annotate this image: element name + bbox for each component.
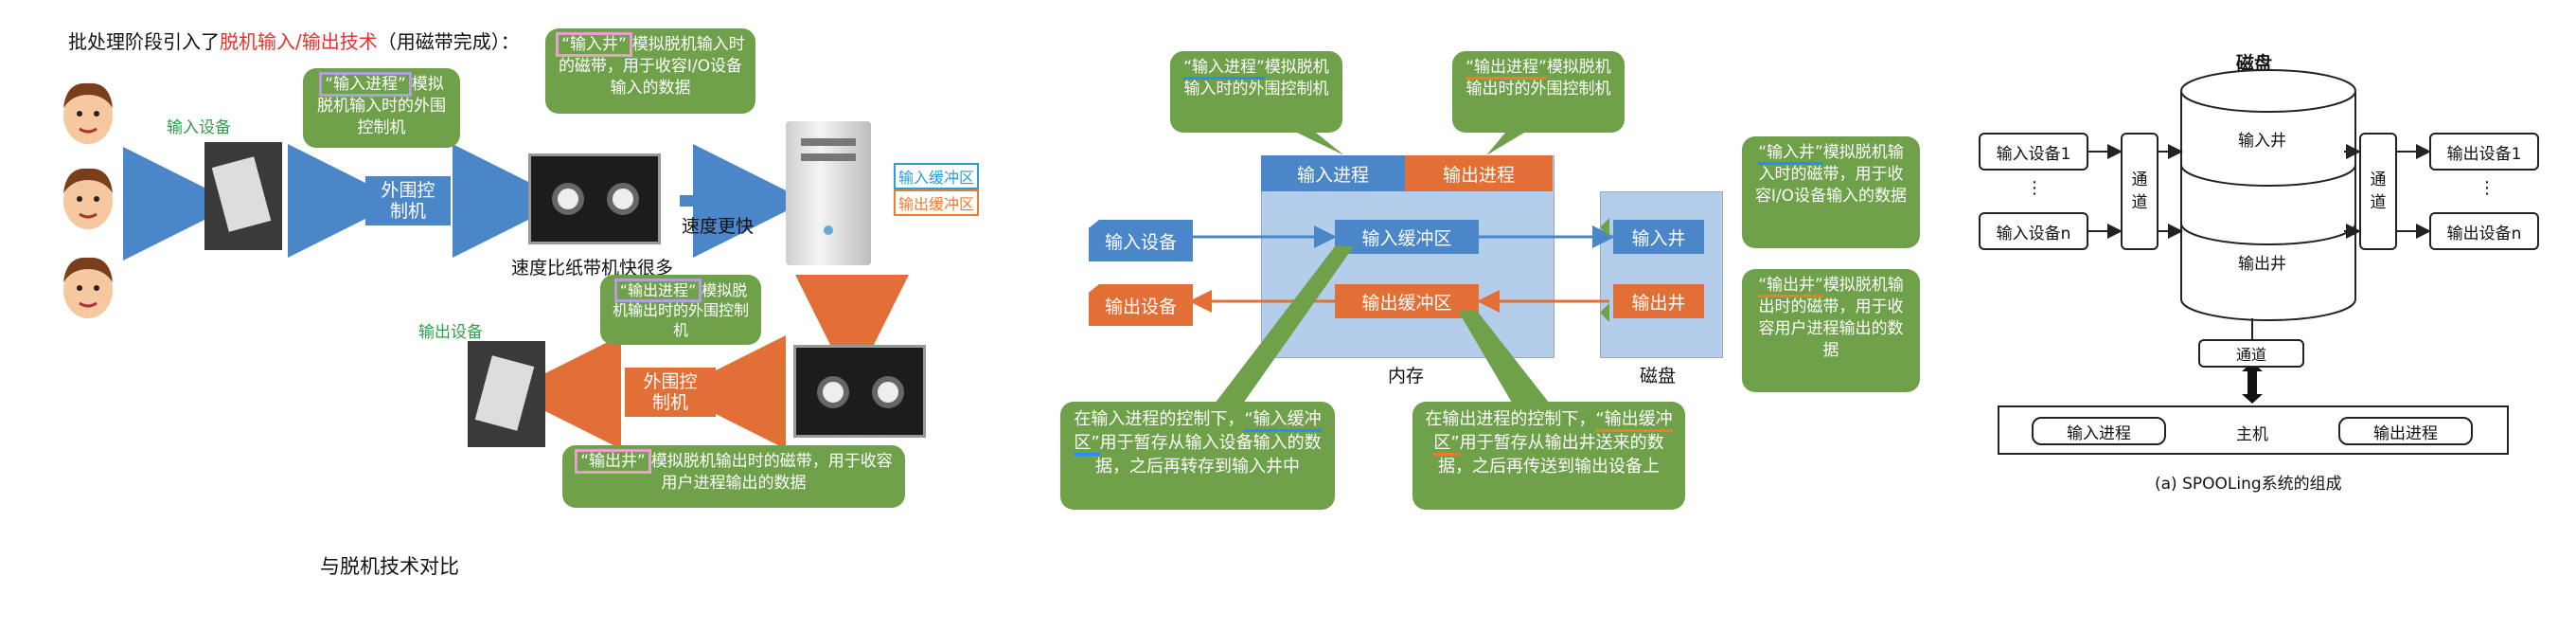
speed-faster-label: 速度更快	[682, 216, 755, 237]
spooling-caption: (a) SPOOLing系统的组成	[2155, 475, 2342, 494]
input-device-1-box: 输入设备1	[1979, 133, 2088, 171]
host-input-process-box: 输入进程	[2032, 417, 2166, 445]
disk-region	[1600, 191, 1723, 358]
right-output-well: 输出井	[2238, 255, 2286, 274]
left-channel-box: 通 道	[2121, 133, 2159, 250]
output-device-label: 输出设备	[418, 323, 483, 342]
intro-line: 批处理阶段引入了脱机输入/输出技术（用磁带完成）：	[68, 30, 520, 53]
output-device-1-box: 输出设备1	[2429, 133, 2539, 171]
output-device-n-box: 输出设备n	[2429, 212, 2539, 250]
input-well-box: 输入井	[1613, 220, 1704, 254]
speed-much-faster-label: 速度比纸带机快很多	[511, 258, 674, 279]
output-controller-box: 外围控 制机	[625, 368, 716, 417]
bottom-channel-box: 通道	[2198, 339, 2304, 368]
output-buffer-tag: 输出缓冲区	[894, 189, 980, 216]
host-output-process-box: 输出进程	[2338, 417, 2473, 445]
callout-output-well: “输出井”模拟脱机输出时的磁带，用于收容用户进程输出的数据	[562, 445, 905, 508]
right-input-well: 输入井	[2238, 132, 2286, 151]
input-device-n-box: 输入设备n	[1979, 212, 2088, 250]
mid-callout-output-well: “输出井”模拟脱机输出时的磁带，用于收容用户进程输出的数据	[1742, 269, 1920, 392]
input-buffer-box: 输入缓冲区	[1335, 220, 1479, 254]
flow-arrows	[123, 144, 909, 449]
mid-callout-input-process: “输入进程”模拟脱机输入时的外围控制机	[1170, 51, 1342, 133]
right-connectors	[2088, 144, 2431, 404]
disk-cylinder-icon	[2180, 69, 2356, 321]
output-tape-icon	[793, 345, 926, 438]
input-tape-icon	[528, 153, 661, 244]
output-device-box: 输出设备	[1089, 284, 1193, 326]
input-buffer-tag: 输入缓冲区	[894, 163, 980, 189]
input-device-box: 输入设备	[1089, 220, 1193, 261]
output-device-image	[468, 341, 545, 447]
input-device-label: 输入设备	[167, 118, 231, 137]
middle-arrows	[1189, 133, 1615, 407]
mid-callout-input-well: “输入井”模拟脱机输入时的磁带，用于收容I/O设备输入的数据	[1742, 136, 1920, 248]
user-face-icon	[63, 168, 113, 229]
input-ellipsis: ⋮	[2026, 178, 2043, 198]
input-controller-box: 外围控 制机	[365, 176, 451, 225]
callout-output-process: “输出进程”模拟脱机输出时的外围控制机	[600, 275, 761, 345]
output-well-box: 输出井	[1613, 284, 1704, 318]
host-frame	[1998, 405, 2509, 455]
callout-input-process: “输入进程”模拟脱机输入时的外围控制机	[303, 68, 460, 148]
host-label: 主机	[2236, 425, 2268, 444]
disk-label: 磁盘	[1640, 366, 1677, 387]
memory-label: 内存	[1388, 366, 1425, 387]
user-face-icon	[63, 82, 113, 144]
right-channel-box: 通 道	[2359, 133, 2397, 250]
output-process-box: 输出进程	[1405, 155, 1553, 191]
output-ellipsis: ⋮	[2478, 178, 2496, 198]
input-device-image	[204, 142, 282, 250]
callout-input-well: “输入井”模拟脱机输入时的磁带，用于收容I/O设备输入的数据	[545, 28, 755, 114]
user-face-icon	[63, 257, 113, 318]
compare-caption: 与脱机技术对比	[320, 555, 459, 578]
mid-callout-output-process: “输出进程”模拟脱机输出时的外围控制机	[1452, 51, 1625, 133]
disk-title: 磁盘	[2236, 53, 2273, 74]
output-buffer-box: 输出缓冲区	[1335, 284, 1479, 318]
mid-callout-input-buffer: 在输入进程的控制下，“输入缓冲区”用于暂存从输入设备输入的数据，之后再转存到输入…	[1060, 402, 1335, 510]
computer-icon	[786, 121, 871, 265]
input-process-box: 输入进程	[1261, 155, 1405, 191]
mid-callout-output-buffer: 在输出进程的控制下，“输出缓冲区”用于暂存从输出井送来的数据，之后再传送到输出设…	[1412, 402, 1685, 510]
